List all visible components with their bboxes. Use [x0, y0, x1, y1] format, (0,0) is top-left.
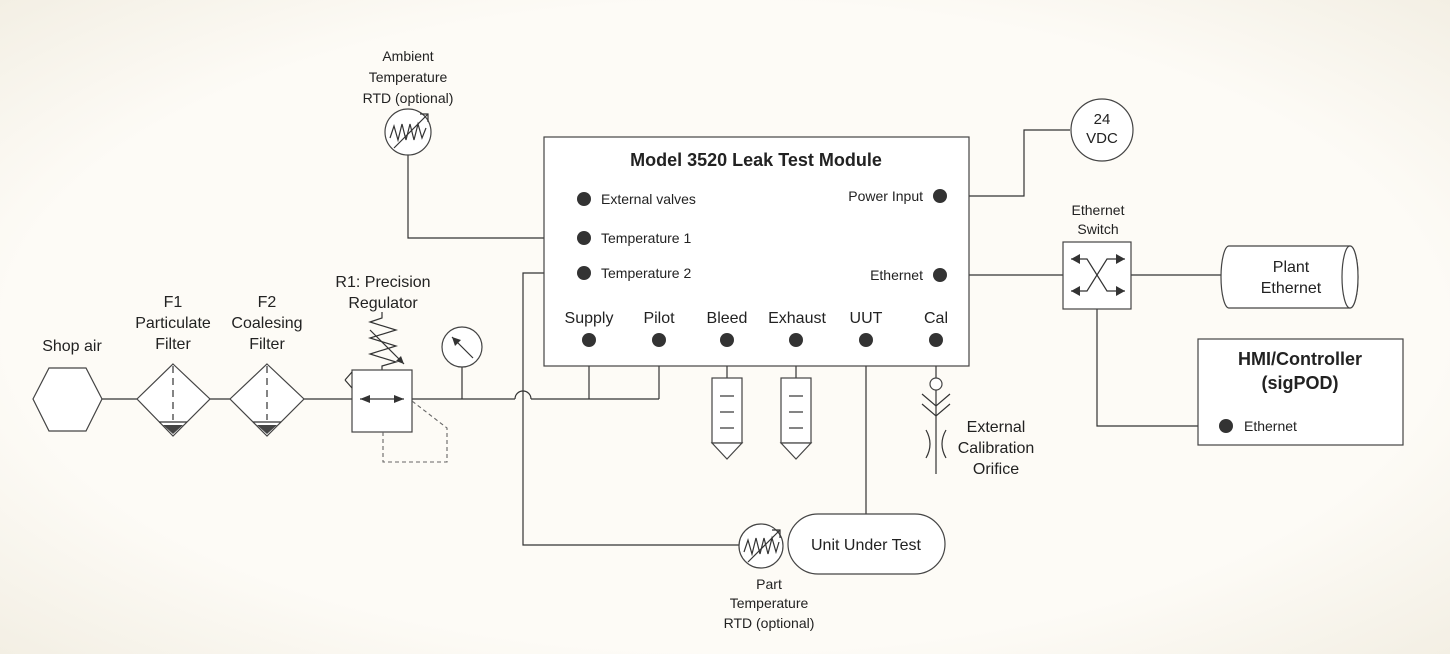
- ambient-rtd: Ambient Temperature RTD (optional): [363, 48, 454, 156]
- regulator-label-1: R1: Precision: [335, 274, 430, 291]
- ambient-rtd-label-2: Temperature: [369, 69, 448, 85]
- ambient-rtd-icon: [384, 108, 432, 156]
- power-input-label: Power Input: [848, 188, 923, 204]
- temperature-2-port: [577, 266, 591, 280]
- hmi-ethernet-label: Ethernet: [1244, 418, 1297, 434]
- particulate-filter-icon: [136, 363, 211, 437]
- plant-ethernet-label-1: Plant: [1273, 259, 1310, 276]
- part-rtd: Part Temperature RTD (optional): [724, 523, 815, 631]
- power-supply: 24 VDC: [1070, 98, 1134, 162]
- exhaust-muffler-icon: [779, 377, 813, 460]
- temperature-1-label: Temperature 1: [601, 230, 691, 246]
- hmi-title-1: HMI/Controller: [1238, 349, 1362, 369]
- hmi-controller: HMI/Controller (sigPOD) Ethernet: [1197, 338, 1404, 446]
- uut-port: [859, 333, 873, 347]
- filter-f1: F1 Particulate Filter: [135, 294, 211, 437]
- power-input-port: [933, 189, 947, 203]
- cal-port: [929, 333, 943, 347]
- temperature-2-label: Temperature 2: [601, 265, 691, 281]
- orifice-label-1: External: [967, 419, 1026, 436]
- precision-regulator-icon: [344, 312, 448, 463]
- filter-f1-label-2: Particulate: [135, 315, 211, 332]
- bleed-muffler-icon: [710, 377, 744, 460]
- orifice-label-3: Orifice: [973, 461, 1019, 478]
- module-title: Model 3520 Leak Test Module: [630, 150, 882, 170]
- ethernet-switch: Ethernet Switch: [1062, 202, 1132, 310]
- orifice-label-2: Calibration: [958, 440, 1034, 457]
- coalescing-filter-icon: [229, 363, 305, 437]
- external-valves-label: External valves: [601, 191, 696, 207]
- ambient-rtd-label-3: RTD (optional): [363, 90, 454, 106]
- uut-name: Unit Under Test: [811, 537, 922, 554]
- unit-under-test: Unit Under Test: [787, 513, 946, 575]
- filter-f2: F2 Coalesing Filter: [229, 294, 305, 437]
- switch-label-2: Switch: [1077, 221, 1118, 237]
- uut-label: UUT: [850, 310, 883, 327]
- calibration-orifice-icon: [921, 377, 951, 474]
- switch-label-1: Ethernet: [1072, 202, 1125, 218]
- cal-label: Cal: [924, 310, 948, 327]
- exhaust-port: [789, 333, 803, 347]
- exhaust-label: Exhaust: [768, 310, 826, 327]
- supply-port: [582, 333, 596, 347]
- hmi-ethernet-port: [1219, 419, 1233, 433]
- ethernet-switch-icon: [1062, 241, 1132, 310]
- pressure-gauge-icon: [441, 326, 483, 368]
- filter-f2-label-1: F2: [258, 294, 277, 311]
- module-ethernet-port: [933, 268, 947, 282]
- calibration-orifice: External Calibration Orifice: [921, 377, 1034, 478]
- part-rtd-label-2: Temperature: [730, 595, 809, 611]
- supply-label: Supply: [565, 310, 614, 327]
- module-ethernet-label: Ethernet: [870, 267, 923, 283]
- regulator: R1: Precision Regulator: [335, 274, 448, 463]
- part-rtd-label-1: Part: [756, 576, 782, 592]
- power-supply-label-1: 24: [1094, 111, 1111, 128]
- filter-f1-label-1: F1: [164, 294, 183, 311]
- uut-capsule: [787, 513, 946, 575]
- shop-air: Shop air: [32, 338, 103, 432]
- plant-ethernet-icon: [1220, 245, 1359, 309]
- regulator-label-2: Regulator: [348, 295, 418, 312]
- shop-air-icon: [32, 367, 103, 432]
- external-valves-port: [577, 192, 591, 206]
- pilot-label: Pilot: [643, 310, 675, 327]
- power-supply-circle: [1070, 98, 1134, 162]
- part-rtd-icon: [738, 523, 784, 569]
- part-rtd-label-3: RTD (optional): [724, 615, 815, 631]
- hmi-title-2: (sigPOD): [1261, 373, 1338, 393]
- temperature-1-port: [577, 231, 591, 245]
- filter-f2-label-3: Filter: [249, 336, 285, 353]
- leak-test-module: Model 3520 Leak Test Module External val…: [543, 136, 970, 367]
- pilot-port: [652, 333, 666, 347]
- bleed-label: Bleed: [707, 310, 748, 327]
- module-box: [543, 136, 970, 367]
- bleed-port: [720, 333, 734, 347]
- power-supply-label-2: VDC: [1086, 130, 1118, 147]
- filter-f2-label-2: Coalesing: [231, 315, 302, 332]
- filter-f1-label-3: Filter: [155, 336, 191, 353]
- plant-ethernet: Plant Ethernet: [1220, 245, 1359, 309]
- plant-ethernet-label-2: Ethernet: [1261, 280, 1322, 297]
- ambient-rtd-label-1: Ambient: [382, 48, 433, 64]
- shop-air-label: Shop air: [42, 338, 102, 355]
